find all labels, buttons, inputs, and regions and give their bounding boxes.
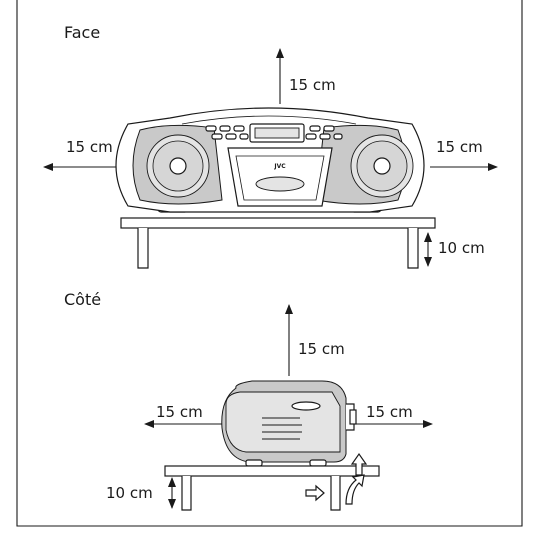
brand-logo: JVC [273, 163, 286, 170]
front-view-title: Face [64, 23, 100, 42]
side-left-clearance-label: 15 cm [156, 403, 203, 421]
side-top-clearance-label: 15 cm [298, 340, 345, 358]
front-right-clearance-label: 15 cm [436, 138, 483, 156]
boombox-side [221, 380, 357, 467]
front-shelf [120, 217, 436, 269]
diagram-border [16, 0, 523, 527]
side-bottom-clearance-label: 10 cm [106, 484, 153, 502]
side-shelf [164, 465, 380, 511]
cassette-deck: JVC [227, 147, 333, 207]
left-speaker [132, 124, 223, 205]
front-left-clearance-label: 15 cm [66, 138, 113, 156]
side-view-title: Côté [64, 290, 101, 309]
control-panel [205, 123, 343, 143]
right-speaker [315, 124, 414, 205]
boombox-front: JVC [115, 107, 425, 213]
airflow-arrows [305, 452, 368, 505]
front-top-clearance-label: 15 cm [289, 76, 336, 94]
front-bottom-clearance-label: 10 cm [438, 239, 485, 257]
side-right-clearance-label: 15 cm [366, 403, 413, 421]
